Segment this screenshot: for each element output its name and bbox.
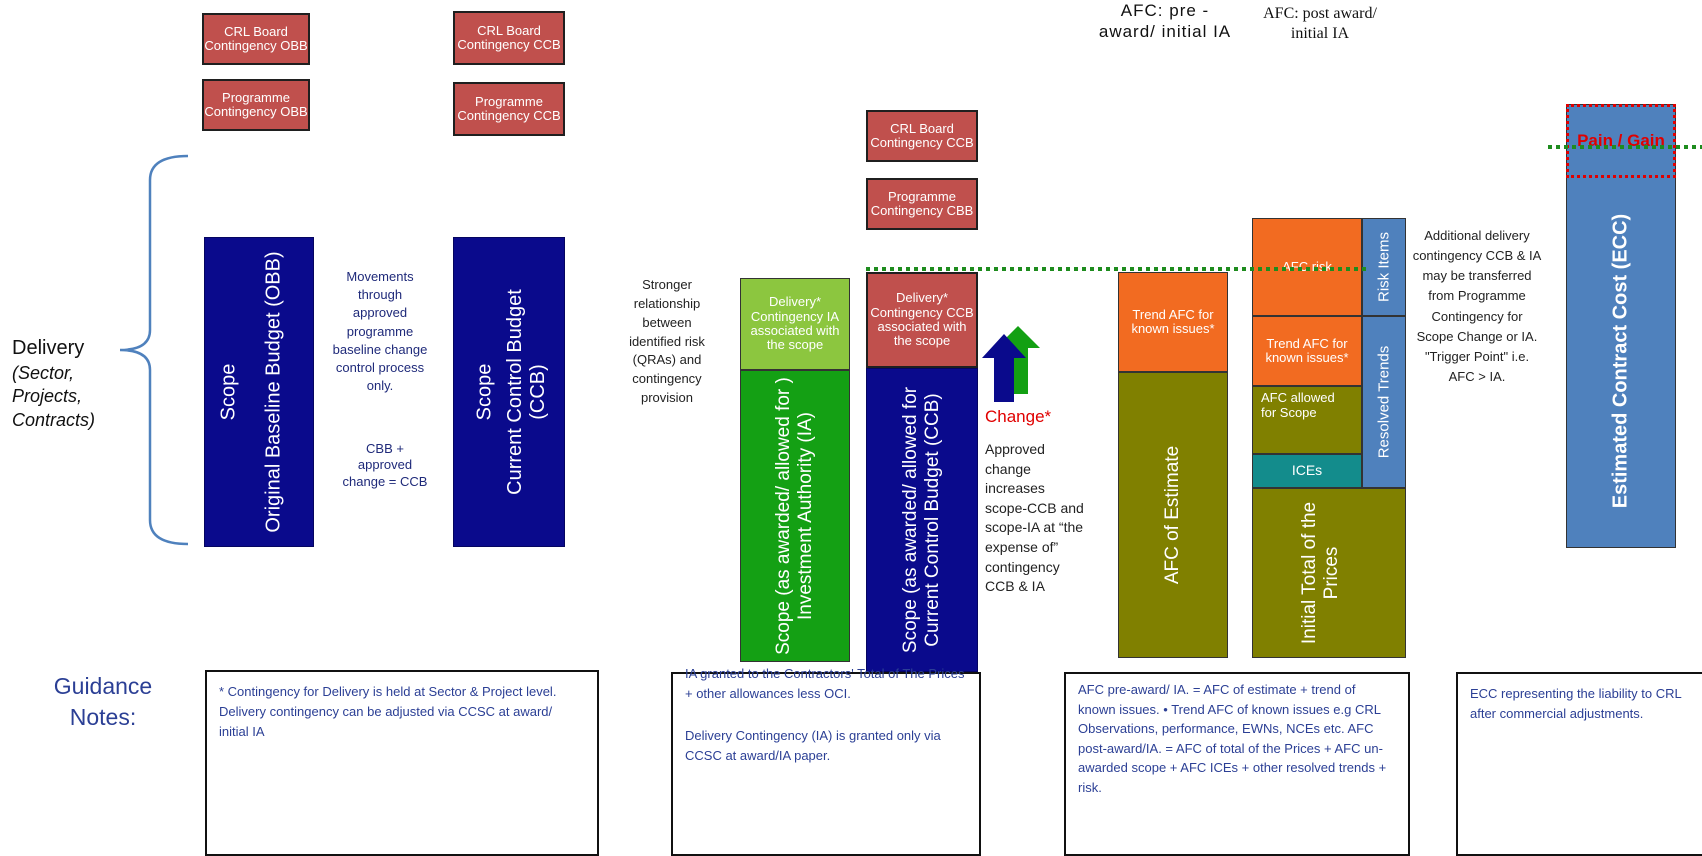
movements-text: Movements through approved programme bas… (332, 269, 428, 394)
afc-post-award-label: AFC: post award/ initial IA (1263, 5, 1377, 42)
change-label: Change* (985, 407, 1052, 426)
crl-board-contingency-ccb-1: CRL Board Contingency CCB (453, 11, 565, 65)
programme-contingency-cbb-2: Programme Contingency CBB (866, 178, 978, 230)
ccb-scope-label: Scope (473, 363, 496, 421)
ices: ICEs (1252, 454, 1362, 488)
afc-allowed-for-scope: AFC allowed for Scope (1252, 386, 1362, 454)
obb-bar: Scope Original Baseline Budget (OBB) (204, 237, 314, 547)
obb-scope-label: Scope (217, 363, 240, 421)
trend-afc-known-issues-1: Trend AFC for known issues* (1118, 272, 1228, 372)
guidance-note-3: AFC pre-award/ IA. = AFC of estimate + t… (1064, 672, 1410, 856)
additional-contingency-text: Additional delivery contingency CCB & IA… (1412, 228, 1542, 384)
approved-change-text: Approved change increases scope-CCB and … (985, 441, 1084, 595)
risk-items: Risk Items (1362, 218, 1406, 316)
initial-total-prices-bar: Initial Total of the Prices (1252, 488, 1406, 658)
programme-contingency-obb: Programme Contingency OBB (202, 79, 310, 131)
trend-afc-known-issues-2: Trend AFC for known issues* (1252, 316, 1362, 386)
change-arrows-icon (982, 326, 1040, 402)
guidance-note-1: * Contingency for Delivery is held at Se… (205, 670, 599, 856)
crl-board-contingency-obb: CRL Board Contingency OBB (202, 13, 310, 65)
delivery-label: Delivery (12, 337, 85, 359)
dotted-trigger-line (866, 267, 1366, 271)
scope-ia-bar: Scope (as awarded/ allowed for ) Investm… (740, 370, 850, 662)
cbb-formula-text: CBB + approved change = CCB (342, 441, 428, 489)
afc-estimate-bar: AFC of Estimate (1118, 372, 1228, 658)
stronger-relationship-text: Stronger relationship between identified… (629, 277, 705, 406)
ccb-budget-label: Current Control Budget (CCB) (503, 289, 549, 495)
guidance-note-2: IA granted to the Contractors' Total of … (671, 666, 981, 856)
dotted-ecc-line (1548, 145, 1702, 149)
delivery-sub-label: (Sector, Projects, Contracts) (12, 363, 96, 430)
obb-budget-label: Original Baseline Budget (OBB) (262, 251, 285, 533)
guidance-note-4: ECC representing the liability to CRL af… (1456, 672, 1702, 856)
guidance-notes-title: Guidance Notes: (53, 673, 153, 731)
delivery-contingency-ccb: Delivery* Contingency CCB associated wit… (866, 272, 978, 368)
delivery-contingency-ia: Delivery* Contingency IA associated with… (740, 278, 850, 370)
programme-contingency-ccb-1: Programme Contingency CCB (453, 82, 565, 136)
resolved-trends: Resolved Trends (1362, 316, 1406, 488)
afc-pre-award-label: AFC: pre - award/ initial IA (1098, 1, 1232, 42)
ccb-bar: Scope Current Control Budget (CCB) (453, 237, 565, 547)
crl-board-contingency-ccb-2: CRL Board Contingency CCB (866, 110, 978, 162)
delivery-brace (119, 154, 189, 546)
scope-ccb-bar: Scope (as awarded/ allowed for Current C… (866, 368, 978, 672)
pain-gain-box: Pain / Gain (1566, 104, 1676, 178)
